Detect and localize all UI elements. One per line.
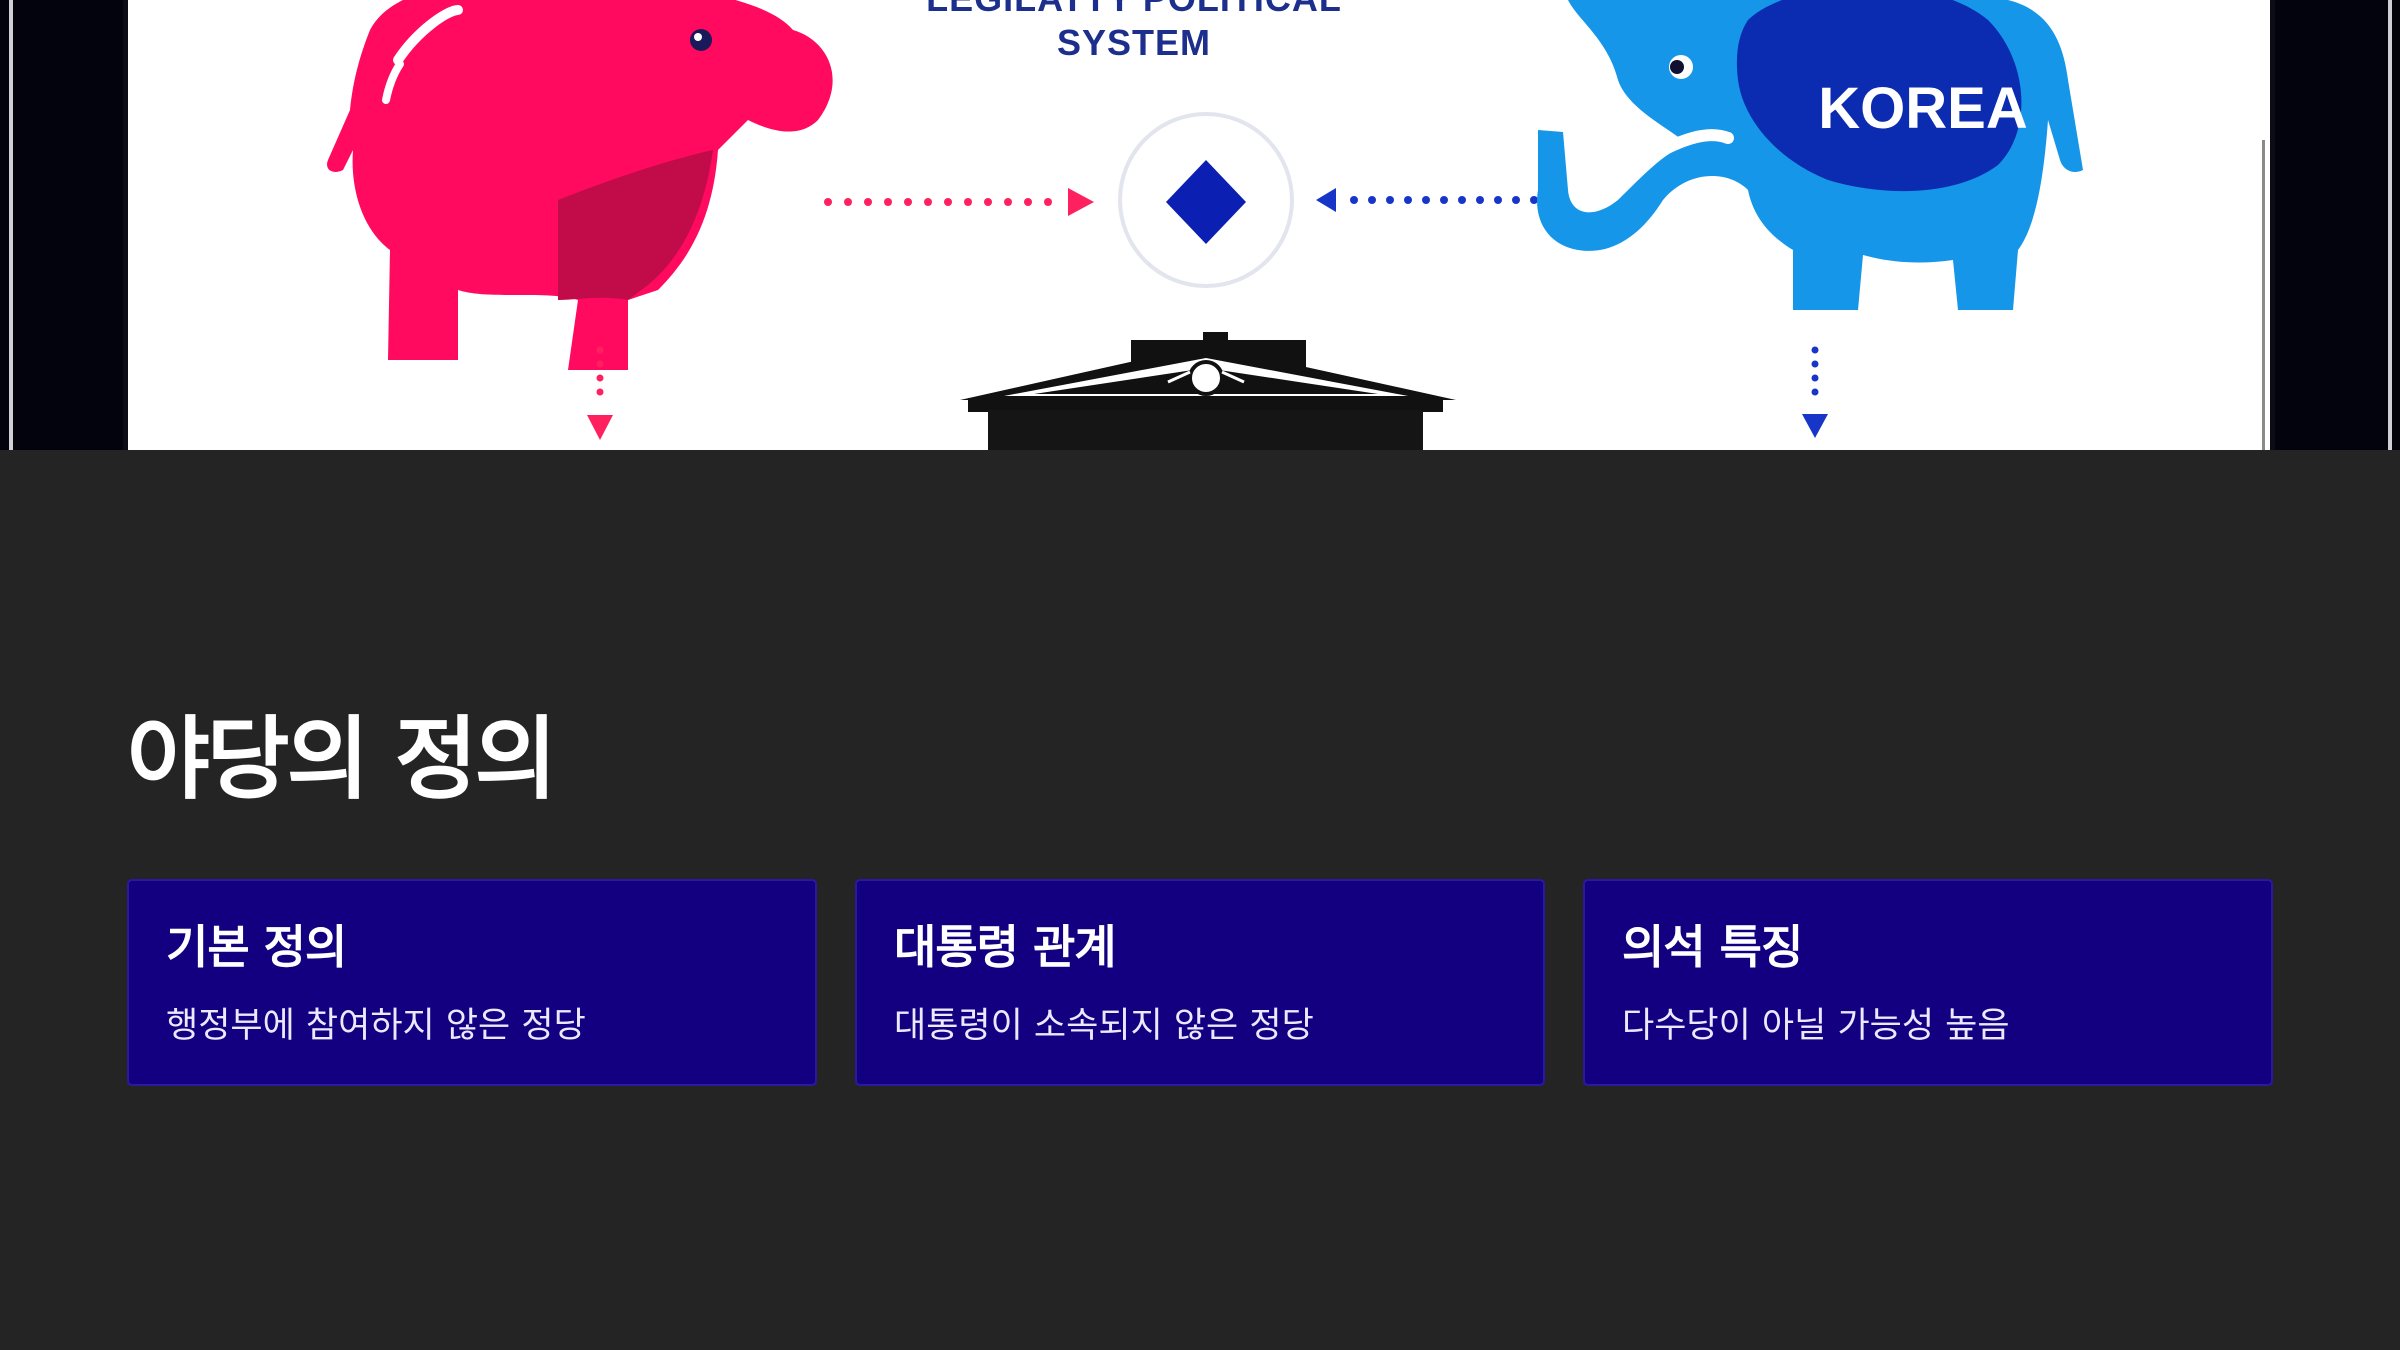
right-party-elephant-icon: KOREA <box>1537 0 2083 310</box>
illustration-banner: LEGILATTY POLITICAL SYSTEM <box>0 0 2400 450</box>
definition-card-basic: 기본 정의 행정부에 참여하지 않은 정당 <box>127 879 817 1086</box>
card-description: 대통령이 소속되지 않은 정당 <box>894 1006 1314 1046</box>
section-title: 야당의 정의 <box>127 707 557 812</box>
left-dotted-arrow-icon <box>824 188 1094 216</box>
left-down-arrow-icon <box>587 346 613 440</box>
banner-left-edge <box>9 0 13 450</box>
definition-card-president: 대통령 관계 대통령이 소속되지 않은 정당 <box>855 879 1545 1086</box>
illustration-graphics: KOREA <box>327 0 2265 450</box>
right-down-arrow-icon <box>1802 346 1828 438</box>
card-description: 다수당이 아닐 가능성 높음 <box>1622 1006 2010 1046</box>
center-diamond-icon <box>1118 112 1294 288</box>
elephant-label: KOREA <box>1818 76 2027 141</box>
illustration-divider <box>2262 140 2265 450</box>
right-dotted-arrow-icon <box>1316 188 1538 212</box>
system-heading-line-2: SYSTEM <box>1056 22 1212 63</box>
card-title: 의석 특징 <box>1622 920 1803 974</box>
parliament-building-icon <box>960 332 1456 450</box>
banner-right-edge <box>2388 0 2392 450</box>
card-title: 대통령 관계 <box>894 920 1117 974</box>
card-title: 기본 정의 <box>166 920 347 974</box>
card-description: 행정부에 참여하지 않은 정당 <box>166 1006 586 1046</box>
definition-card-seats: 의석 특징 다수당이 아닐 가능성 높음 <box>1583 879 2273 1086</box>
system-heading-line-1: LEGILATTY POLITICAL <box>128 0 2210 20</box>
political-system-illustration: LEGILATTY POLITICAL SYSTEM <box>123 0 2275 450</box>
left-party-animal-icon <box>327 0 833 370</box>
